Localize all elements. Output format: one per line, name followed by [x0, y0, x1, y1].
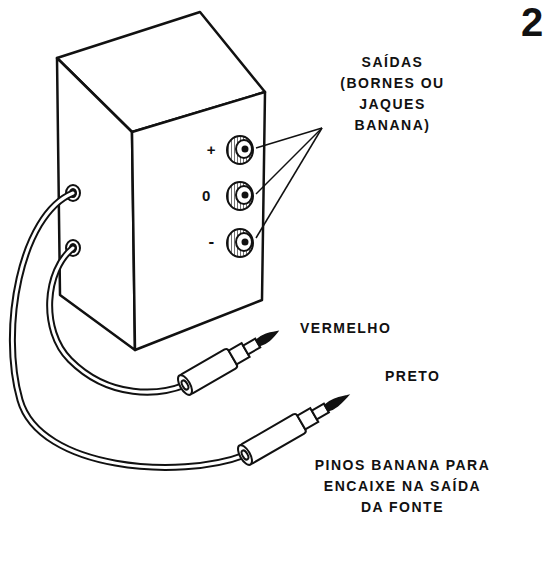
wire-color-label: PRETO: [385, 366, 475, 387]
plugs-note: PINOS BANANA PARA ENCAIXE NA SAÍDA DA FO…: [310, 455, 495, 518]
banana-plug-black: [235, 386, 353, 467]
leader-lines: [256, 128, 322, 238]
outputs-label: SAÍDAS (BORNES OU JAQUES BANANA): [330, 52, 455, 136]
terminal-sign: +: [203, 139, 221, 160]
supply-box: [57, 12, 265, 350]
banana-terminals: [227, 136, 253, 257]
figure-number: 2: [515, 2, 549, 42]
test-leads: [12, 193, 245, 467]
banana-plug-red: [175, 322, 282, 397]
wire-color-label: VERMELHO: [300, 318, 410, 339]
terminal-sign: -: [203, 231, 221, 252]
terminal-sign: 0: [198, 185, 216, 206]
